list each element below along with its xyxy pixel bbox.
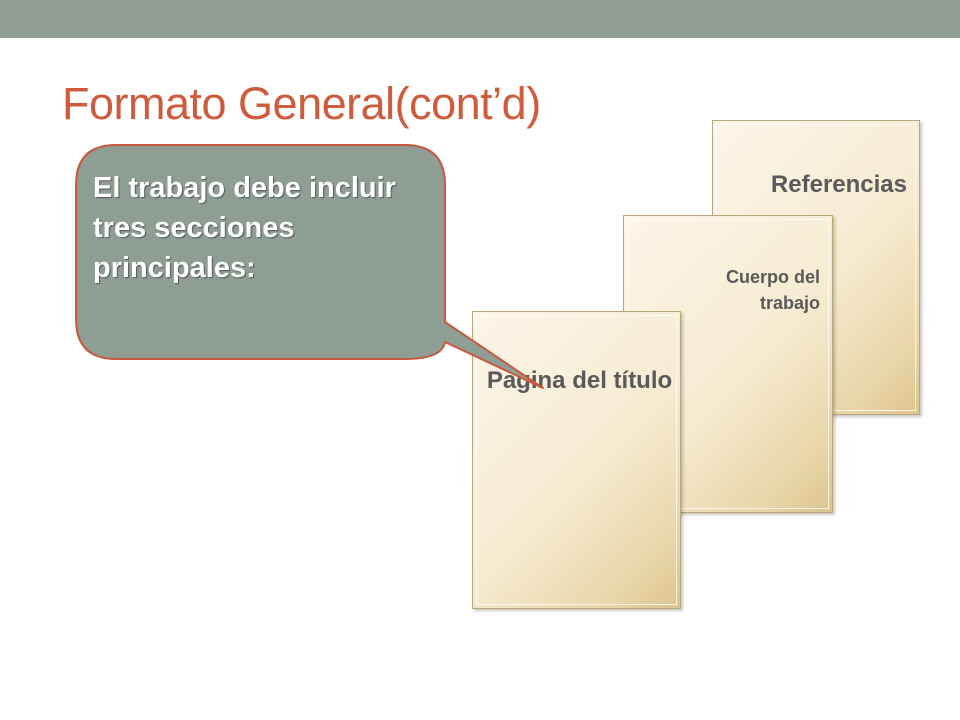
slide-title: Formato General(cont’d) xyxy=(62,78,541,129)
body-label: Cuerpo del trabajo xyxy=(725,267,820,313)
speech-callout-bubble xyxy=(75,144,544,389)
callout-text: El trabajo debe incluir tres secciones p… xyxy=(93,172,396,284)
page-inner-border xyxy=(476,315,677,605)
title-page-card: Pagina del título xyxy=(472,311,681,609)
top-accent-bar xyxy=(0,0,960,38)
references-label: Referencias xyxy=(770,171,907,198)
